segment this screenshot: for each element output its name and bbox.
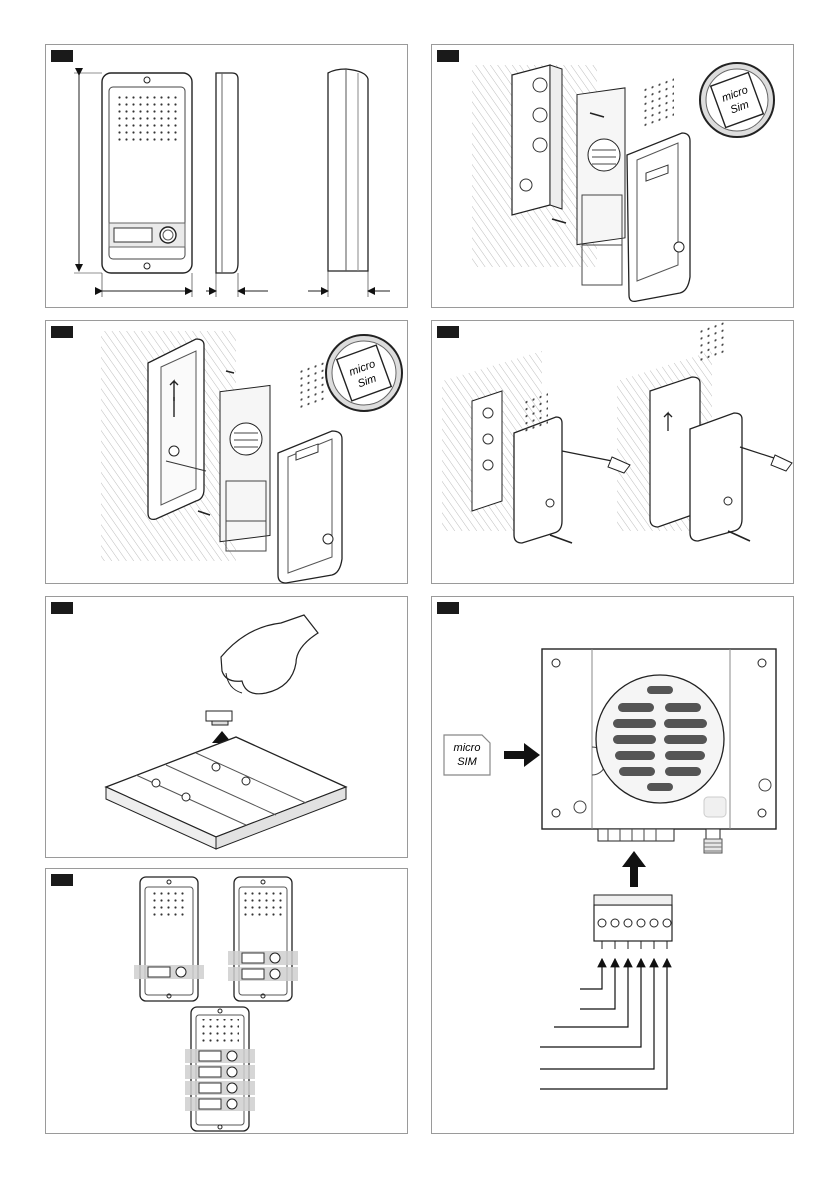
wire-5 [540,959,654,1069]
micro-sim-card [444,735,490,775]
panel-flush-mount: micro Sim [431,44,794,308]
wire-2 [580,959,615,1009]
panel-surface-mount: micro Sim [45,320,408,584]
wire-4 [540,959,641,1047]
screw [728,531,750,541]
panel-module-wiring: micro SIM [431,596,794,1134]
module-speaker [230,423,262,455]
screwdriver [562,451,612,461]
call-button [160,227,176,243]
panel-closing [431,320,794,584]
module-wiring-drawing: micro SIM [432,597,795,1135]
intercom-side-view [216,73,238,273]
panel-button-configurations [45,868,408,1134]
front-panel-left [514,417,562,543]
front-panel-right [690,413,742,541]
insert-sim-arrow [504,743,540,767]
panel-2-buttons [228,877,298,1001]
sim-label-line1: micro [454,742,481,754]
screw [550,535,572,543]
module-speaker [588,139,620,171]
jumper [206,711,232,721]
speaker-grille [116,93,180,143]
panel-1-button [134,877,204,1001]
panel-jumper [45,596,408,858]
electronic-module [220,385,270,541]
flush-mount-drawing: micro Sim [432,45,795,309]
hand [221,615,318,694]
panel-dimensions [45,44,408,308]
screwdriver [740,447,777,459]
jumper-drawing [46,597,409,859]
antenna-connector [706,829,720,839]
wire-1 [580,959,602,989]
plug-connector-arrow [622,851,646,887]
module-connector-socket [598,829,674,841]
button-configurations-drawing [46,869,409,1135]
sim-label-line2: SIM [457,756,477,768]
surface-mount-drawing: micro Sim [46,321,409,585]
panel-4-buttons [185,1007,255,1131]
circuit-board [106,737,346,837]
intercom-side-view-wall-box [328,69,368,271]
closing-drawing [432,321,795,585]
front-panel [627,133,690,301]
name-tag [114,228,152,242]
dimensions-drawing [46,45,409,309]
wire-3 [554,959,628,1027]
